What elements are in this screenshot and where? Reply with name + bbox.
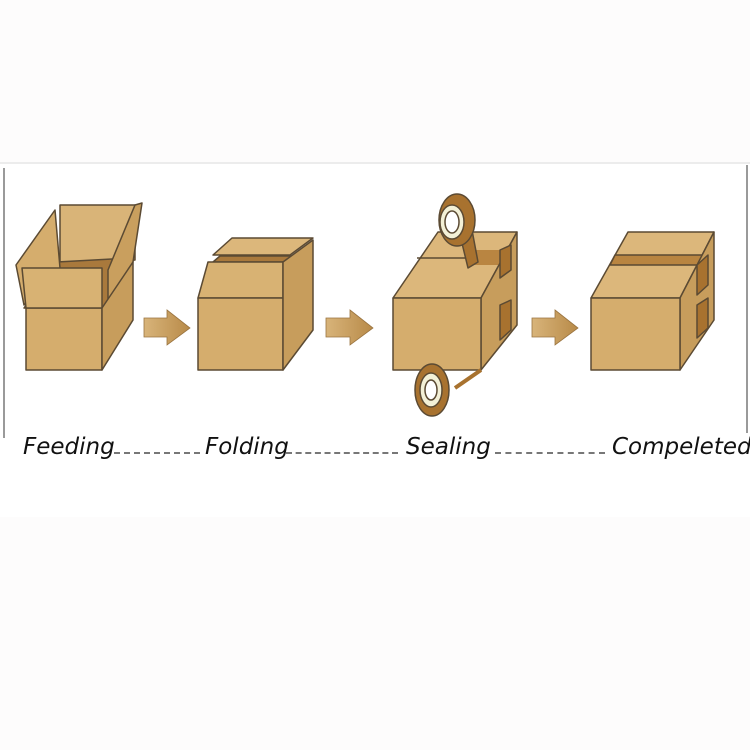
arrow-icon <box>531 309 579 346</box>
sealed-box-icon <box>590 231 715 371</box>
right-border <box>746 165 748 433</box>
dashed-connector <box>114 452 200 454</box>
dashed-connector <box>286 452 398 454</box>
step-label-feeding: Feeding <box>23 434 115 460</box>
arrow-icon <box>325 309 374 346</box>
arrow-icon <box>143 309 191 346</box>
step-label-sealing: Sealing <box>406 434 491 460</box>
open-box-icon <box>15 202 143 371</box>
left-border <box>3 168 5 438</box>
folding-box-icon <box>197 237 314 371</box>
taping-box-icon <box>392 193 518 417</box>
step-label-completed: Compeleted <box>612 434 750 460</box>
dashed-connector <box>495 452 605 454</box>
step-label-folding: Folding <box>205 434 289 460</box>
